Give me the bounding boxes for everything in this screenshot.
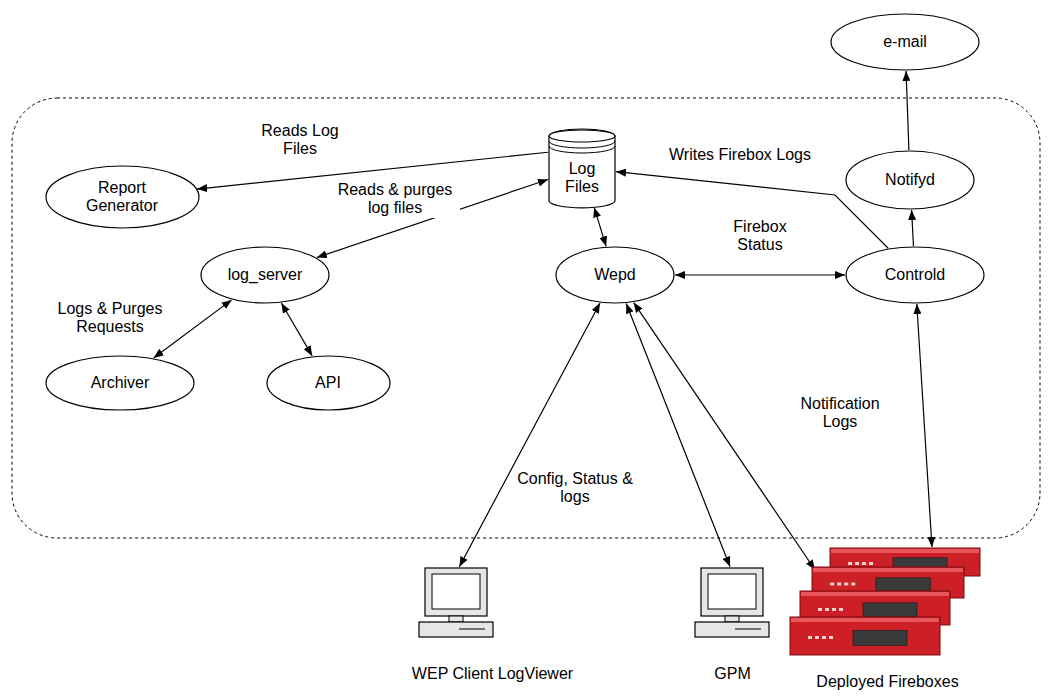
ellipse-outline	[831, 14, 979, 70]
firebox-highlight	[791, 618, 939, 622]
ellipse-outline	[46, 356, 194, 410]
firebox-led	[829, 636, 833, 639]
node-label: log_server	[228, 266, 303, 284]
process-ellipse: log_server	[200, 246, 330, 304]
connector-arrow	[317, 179, 548, 257]
edge-label: Logs & Purges Requests	[49, 300, 171, 337]
edge-label: Notification Logs	[786, 395, 895, 432]
firebox-led	[825, 608, 829, 611]
ellipse-outline	[46, 166, 199, 228]
ellipse-outline	[267, 356, 390, 410]
node-label: Log Files	[558, 160, 606, 197]
ellipse-outline	[846, 247, 984, 303]
connector-arrow	[906, 71, 909, 150]
connector-arrow	[912, 210, 914, 246]
process-ellipse: Wepd	[555, 246, 675, 304]
cylinder-top	[549, 130, 615, 142]
firebox-led	[848, 562, 852, 565]
node-label: WEP Client LogViewer	[412, 665, 573, 683]
ellipse-outline	[556, 247, 674, 303]
node-label: Wepd	[594, 266, 636, 284]
monitor-neck	[449, 616, 463, 622]
node-label: GPM	[714, 665, 750, 683]
ellipse-outline	[201, 247, 329, 303]
node-label: Controld	[885, 266, 945, 284]
firebox-panel	[853, 630, 907, 645]
monitor-screen	[432, 574, 480, 609]
firebox-led	[818, 608, 822, 611]
edge-label: Writes Firebox Logs	[667, 146, 813, 164]
edge-label: Config, Status & logs	[513, 470, 637, 507]
firebox-panel	[876, 578, 931, 590]
node-label: Deployed Fireboxes	[816, 673, 958, 691]
firebox-highlight	[801, 592, 949, 596]
computer-node: WEP Client LogViewer	[395, 563, 590, 685]
connector-arrow	[675, 274, 845, 275]
firebox-highlight	[813, 568, 963, 572]
connector-arrow	[594, 207, 606, 246]
firebox-led	[808, 636, 812, 639]
output-ellipse: e-mail	[830, 13, 980, 71]
process-ellipse: API	[266, 355, 391, 411]
connector-arrow	[459, 303, 600, 567]
firebox-panel	[863, 603, 917, 617]
firebox-body	[790, 617, 940, 655]
firebox-led	[822, 636, 826, 639]
computer-base	[419, 622, 493, 637]
connector-arrow	[626, 303, 730, 566]
monitor-screen	[708, 574, 756, 609]
cylinder-ring	[549, 146, 615, 153]
node-outline	[785, 545, 990, 693]
storage-cylinder: Log Files	[548, 129, 616, 208]
process-ellipse: Archiver	[45, 355, 195, 411]
ellipse-outline	[846, 151, 974, 209]
firebox-led	[830, 583, 834, 586]
server-boundary	[12, 98, 1040, 538]
monitor-neck	[725, 616, 739, 622]
edge-label: Firebox Status	[722, 218, 798, 255]
firebox-led	[855, 562, 859, 565]
firewall-node: Deployed Fireboxes	[785, 545, 990, 693]
connector-arrow	[917, 304, 932, 547]
node-label: API	[315, 374, 341, 392]
firebox-highlight	[831, 549, 979, 553]
drive-slot	[459, 629, 485, 630]
edge-label: Reads & purges log files	[331, 181, 460, 218]
firebox-led	[815, 636, 819, 639]
drive-slot	[735, 629, 761, 630]
computer-node: GPM	[695, 563, 770, 685]
firebox-led	[832, 608, 836, 611]
process-ellipse: Report Generator	[45, 165, 200, 229]
firebox-led	[844, 583, 848, 586]
node-label: Notifyd	[885, 171, 935, 189]
process-ellipse: Notifyd	[845, 150, 975, 210]
firebox-led	[839, 608, 843, 611]
computer-base	[695, 622, 769, 637]
monitor-frame	[701, 568, 763, 616]
process-ellipse: Controld	[845, 246, 985, 304]
firebox-led	[851, 583, 855, 586]
firebox-led	[837, 583, 841, 586]
edge-label: Reads Log Files	[258, 122, 342, 159]
connector-arrow	[634, 303, 815, 570]
firebox-led	[869, 562, 873, 565]
cylinder-body	[549, 129, 615, 208]
node-label: Report Generator	[72, 179, 172, 216]
cylinder-ring	[549, 141, 615, 148]
node-label: e-mail	[883, 33, 927, 51]
firebox-led	[862, 562, 866, 565]
monitor-frame	[425, 568, 487, 616]
node-label: Archiver	[91, 374, 150, 392]
connector-arrow	[281, 303, 312, 356]
